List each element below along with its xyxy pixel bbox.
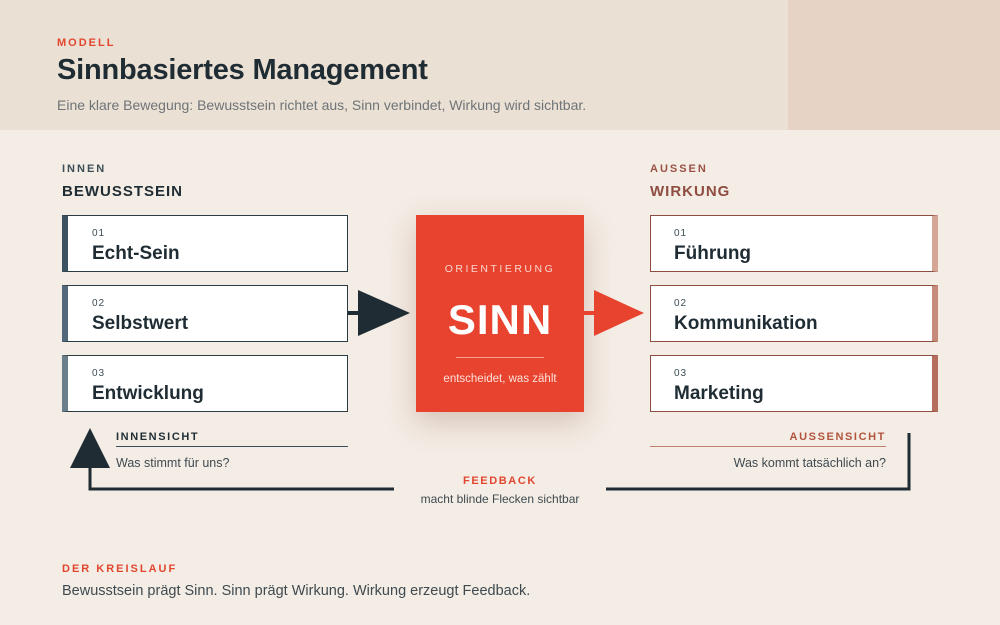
model-eyebrow: MODELL xyxy=(57,37,116,49)
sense-to-impact-arrowhead xyxy=(594,290,644,336)
sense-box: ORIENTIERUNG SINN entscheidet, was zählt xyxy=(416,215,584,412)
cycle-summary: Bewusstsein prägt Sinn. Sinn prägt Wirku… xyxy=(62,583,531,599)
awareness-item-selbstwert: 02 Selbstwert xyxy=(62,285,348,342)
sense-title: SINN xyxy=(447,296,553,343)
item-label: Selbstwert xyxy=(92,313,189,334)
item-number: 02 xyxy=(92,298,106,309)
feedback-line-left xyxy=(88,462,394,491)
item-label: Echt-Sein xyxy=(92,243,180,264)
inner-view-rule xyxy=(116,446,348,448)
item-label: Marketing xyxy=(674,383,764,404)
awareness-heading: BEWUSSTSEIN xyxy=(62,183,184,200)
inner-view-question: Was stimmt für uns? xyxy=(116,456,230,470)
item-label: Führung xyxy=(674,243,752,264)
awareness-item-echt-sein: 01 Echt-Sein xyxy=(62,215,348,272)
sense-subtitle: entscheidet, was zählt xyxy=(443,373,557,385)
outer-eyebrow: AUSSEN xyxy=(650,163,708,175)
feedback-line-right xyxy=(606,433,911,491)
orientation-label: ORIENTIERUNG xyxy=(444,263,556,275)
item-number: 03 xyxy=(92,368,106,379)
header-accent-panel xyxy=(788,0,1000,130)
impact-item-marketing: 03 Marketing xyxy=(650,355,938,412)
item-label: Kommunikation xyxy=(674,313,818,334)
item-number: 02 xyxy=(674,298,688,309)
item-number: 03 xyxy=(674,368,688,379)
page-subtitle: Eine klare Bewegung: Bewusstsein richtet… xyxy=(57,97,587,113)
outer-view-question: Was kommt tatsächlich an? xyxy=(733,456,886,470)
item-number: 01 xyxy=(674,228,688,239)
outer-view-rule xyxy=(650,446,886,448)
feedback-title: FEEDBACK xyxy=(463,475,537,487)
item-label: Entwicklung xyxy=(92,383,204,404)
awareness-to-sense-arrowhead xyxy=(358,290,410,336)
feedback-subtitle: macht blinde Flecken sichtbar xyxy=(420,492,580,506)
sense-divider xyxy=(456,357,544,358)
inner-view-heading: INNENSICHT xyxy=(116,431,200,443)
item-number: 01 xyxy=(92,228,106,239)
cycle-eyebrow: DER KREISLAUF xyxy=(62,563,178,575)
page-title: Sinnbasiertes Management xyxy=(57,54,428,86)
impact-heading: WIRKUNG xyxy=(650,183,731,200)
feedback-arrowhead xyxy=(70,428,110,468)
outer-view-heading: AUSSENSICHT xyxy=(789,431,886,443)
impact-item-fuehrung: 01 Führung xyxy=(650,215,938,272)
impact-item-kommunikation: 02 Kommunikation xyxy=(650,285,938,342)
inner-eyebrow: INNEN xyxy=(62,163,107,175)
awareness-item-entwicklung: 03 Entwicklung xyxy=(62,355,348,412)
